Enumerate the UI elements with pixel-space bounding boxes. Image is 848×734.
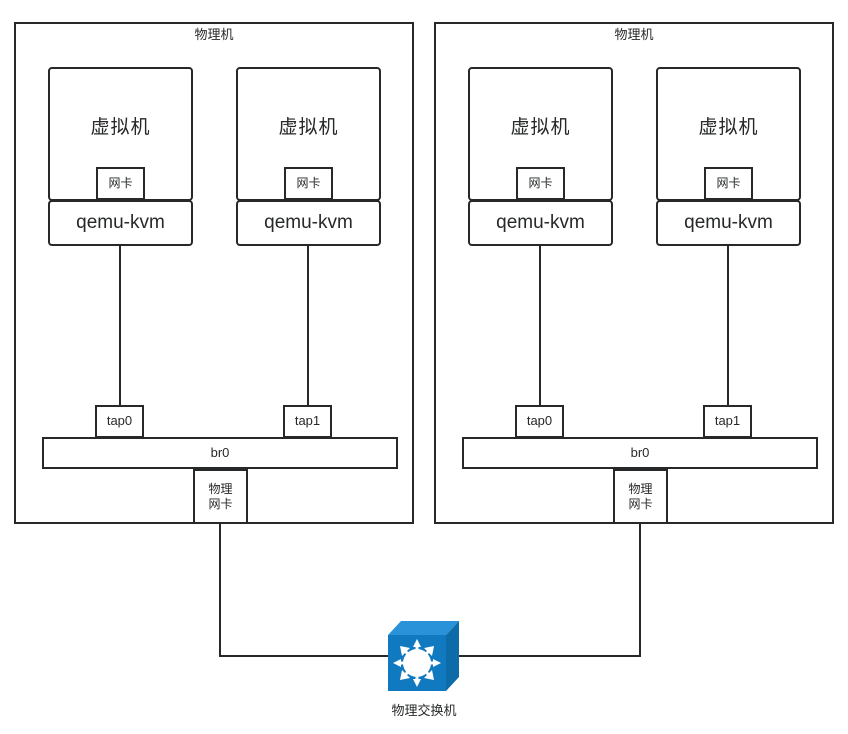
connector-qemu-tap-right-2	[727, 246, 729, 405]
physical-nic-label-line2-left: 网卡	[208, 496, 233, 511]
uplink-vertical-right	[639, 524, 641, 657]
connector-qemu-tap-right-1	[539, 246, 541, 405]
physical-switch[interactable]	[384, 613, 464, 695]
vm-title-left-2: 虚拟机	[278, 117, 339, 138]
host-title-right: 物理机	[614, 27, 654, 42]
qemu-box-right-2: qemu-kvm	[656, 200, 801, 246]
qemu-box-right-1: qemu-kvm	[468, 200, 613, 246]
connector-qemu-tap-left-1	[119, 246, 121, 405]
uplink-vertical-left	[219, 524, 221, 657]
vm-title-left-1: 虚拟机	[90, 117, 151, 138]
uplink-horizontal-left	[219, 655, 389, 657]
physical-nic-box-right: 物理 网卡	[613, 469, 668, 524]
physical-nic-label-line1-left: 物理	[208, 481, 233, 496]
uplink-horizontal-right	[455, 655, 641, 657]
tap-box-right-1: tap0	[515, 405, 564, 438]
host-title-left: 物理机	[194, 27, 234, 42]
bridge-box-left: br0	[42, 437, 398, 469]
bridge-box-right: br0	[462, 437, 818, 469]
vm-box-right-1: 虚拟机	[468, 67, 613, 201]
vm-nic-box-left-1: 网卡	[96, 167, 145, 200]
physical-nic-box-left: 物理 网卡	[193, 469, 248, 524]
physical-nic-label-line2-right: 网卡	[628, 496, 653, 511]
vm-nic-box-right-2: 网卡	[704, 167, 753, 200]
vm-title-right-2: 虚拟机	[698, 117, 759, 138]
tap-box-left-1: tap0	[95, 405, 144, 438]
connector-qemu-tap-left-2	[307, 246, 309, 405]
physical-nic-label-line1-right: 物理	[628, 481, 653, 496]
qemu-box-left-1: qemu-kvm	[48, 200, 193, 246]
vm-nic-box-left-2: 网卡	[284, 167, 333, 200]
vm-box-right-2: 虚拟机	[656, 67, 801, 201]
tap-box-right-2: tap1	[703, 405, 752, 438]
vm-title-right-1: 虚拟机	[510, 117, 571, 138]
network-switch-icon	[388, 621, 459, 691]
tap-box-left-2: tap1	[283, 405, 332, 438]
qemu-box-left-2: qemu-kvm	[236, 200, 381, 246]
vm-nic-box-right-1: 网卡	[516, 167, 565, 200]
physical-switch-label: 物理交换机	[391, 703, 457, 718]
